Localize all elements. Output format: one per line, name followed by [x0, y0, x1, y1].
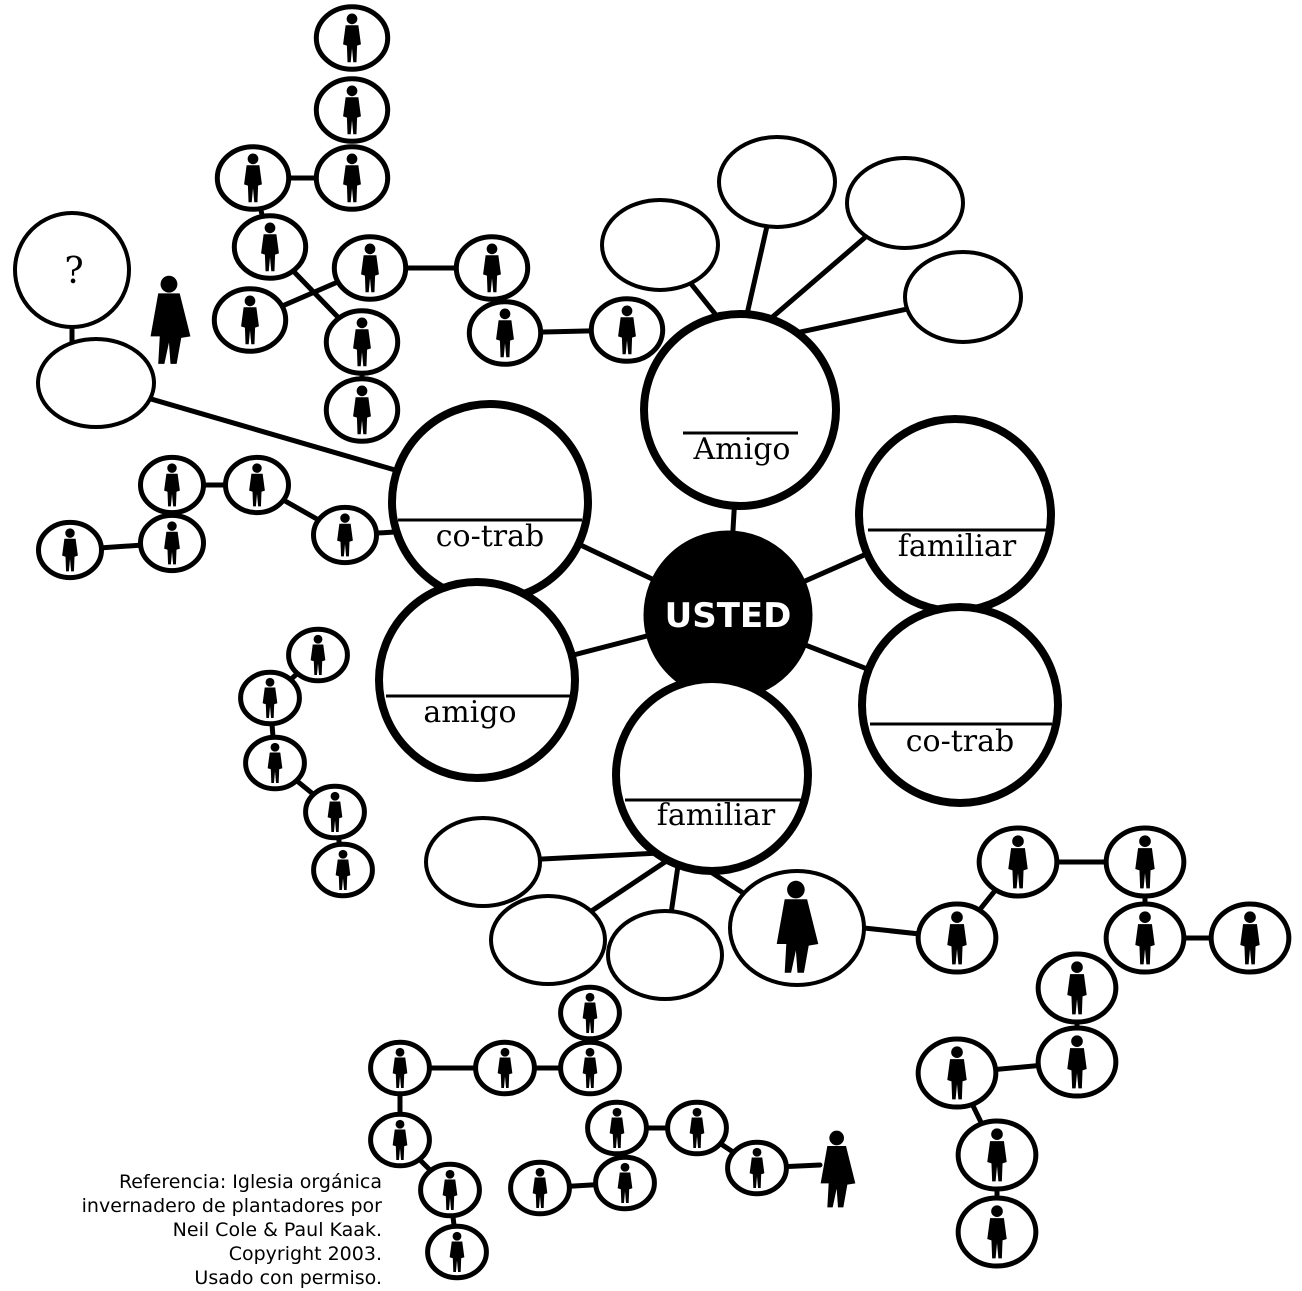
walking-person-icon — [820, 1130, 856, 1208]
person-node — [311, 841, 375, 899]
empty-node-cotrab — [36, 337, 156, 429]
label-amigo-top: Amigo — [693, 432, 791, 467]
credit-line-5: Usado con permiso. — [194, 1267, 382, 1289]
person-node — [1103, 825, 1187, 899]
node-question: ? — [13, 211, 131, 329]
person-node — [665, 1099, 729, 1157]
person-node — [223, 454, 291, 516]
person-node — [323, 376, 401, 444]
label-co-trab-right: co-trab — [906, 724, 1015, 759]
person-node — [238, 669, 302, 727]
empty-node-amigo-4 — [903, 250, 1023, 344]
person-node — [593, 1154, 657, 1212]
person-node — [138, 512, 206, 574]
credit-line-4: Copyright 2003. — [228, 1243, 382, 1265]
credit-caption: Referencia: Iglesia orgánica invernadero… — [82, 1170, 382, 1290]
node-familiar-right: familiar — [855, 415, 1055, 615]
node-amigo-top: Amigo — [640, 310, 840, 510]
label-amigo-left: amigo — [423, 695, 516, 730]
question-mark-label: ? — [64, 251, 83, 292]
label-familiar-bottom: familiar — [657, 798, 776, 833]
walking-person-icon — [150, 275, 191, 364]
empty-node-familiar-1 — [424, 816, 542, 908]
person-node — [231, 213, 309, 281]
label-co-trab-left: co-trab — [436, 519, 545, 554]
person-node — [418, 1161, 482, 1219]
person-node — [976, 825, 1060, 899]
person-node — [368, 1111, 432, 1169]
center-node-usted: USTED — [643, 530, 813, 700]
person-node — [286, 626, 350, 684]
empty-node-amigo-3 — [845, 156, 965, 250]
person-node — [473, 1039, 537, 1097]
person-node — [1035, 951, 1119, 1025]
node-familiar-bottom: familiar — [612, 675, 812, 875]
node-co-trab-right: co-trab — [858, 603, 1062, 807]
empty-node-amigo-2 — [717, 135, 837, 229]
person-node — [331, 234, 409, 302]
person-node — [466, 299, 544, 367]
person-node — [211, 286, 289, 354]
person-node — [313, 144, 391, 212]
network-nodes — [36, 4, 1292, 1281]
credit-line-3: Neil Cole & Paul Kaak. — [172, 1219, 382, 1241]
person-node — [1208, 901, 1292, 975]
person-node — [915, 1036, 999, 1110]
person-node — [508, 1159, 572, 1217]
person-node — [558, 1039, 622, 1097]
credit-line-1: Referencia: Iglesia orgánica — [118, 1171, 382, 1193]
person-node — [955, 1118, 1039, 1192]
person-node — [1035, 1025, 1119, 1099]
person-node — [915, 901, 999, 975]
person-node — [453, 234, 531, 302]
center-label: USTED — [665, 596, 792, 636]
person-node — [303, 783, 367, 841]
person-node — [214, 144, 292, 212]
person-node — [138, 454, 206, 516]
person-node — [725, 1139, 789, 1197]
person-node — [243, 734, 307, 792]
person-node — [558, 984, 622, 1042]
node-co-trab-left: co-trab — [388, 400, 592, 604]
person-node — [588, 296, 666, 364]
node-amigo-left: amigo — [375, 578, 579, 782]
person-node — [1103, 901, 1187, 975]
person-node — [313, 76, 391, 144]
credit-line-2: invernadero de plantadores por — [81, 1195, 382, 1217]
person-node — [311, 504, 379, 566]
person-node — [425, 1223, 489, 1281]
empty-node-amigo-1 — [600, 198, 720, 292]
person-node — [585, 1099, 649, 1157]
person-node — [323, 308, 401, 376]
person-node — [36, 519, 104, 581]
empty-node-familiar-2 — [489, 894, 607, 986]
empty-node-familiar-3 — [606, 909, 724, 1001]
label-familiar-right: familiar — [898, 529, 1017, 564]
person-node — [955, 1195, 1039, 1269]
person-node — [313, 4, 391, 72]
person-node — [368, 1039, 432, 1097]
